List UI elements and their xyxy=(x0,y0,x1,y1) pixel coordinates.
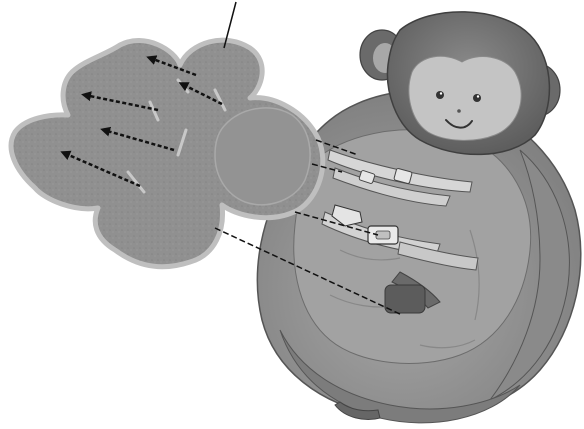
monkey-right-eye-glint xyxy=(477,95,479,97)
buckle-button xyxy=(376,231,390,239)
monkey-nose-dot xyxy=(457,109,461,113)
pad-seam-circle xyxy=(215,108,310,205)
monkey-left-eye xyxy=(436,91,444,99)
monkey-right-eye xyxy=(473,94,481,102)
monkey-left-eye-glint xyxy=(440,92,442,94)
crotch-pad xyxy=(385,285,425,313)
